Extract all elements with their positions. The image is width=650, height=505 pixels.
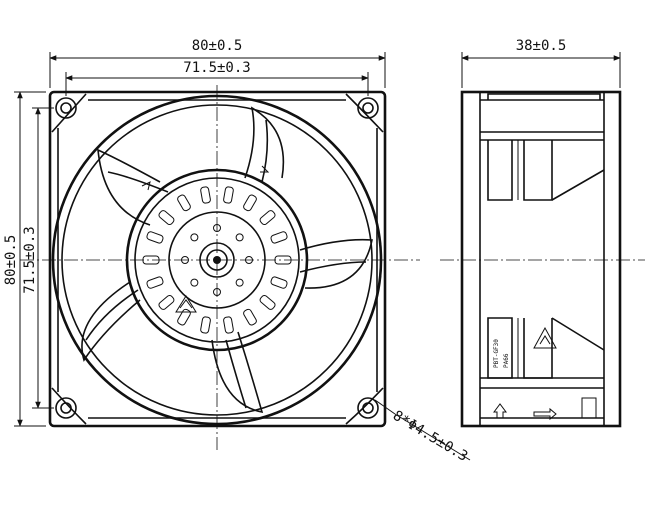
- side-bottom-taper: [551, 317, 605, 351]
- fan-blades: [81, 106, 373, 414]
- material-label-1: PBT-GF30: [493, 339, 500, 368]
- dimension-hole-pitch-width: 71.5±0.3: [65, 60, 369, 96]
- hub-slot: [177, 194, 191, 212]
- side-top-rib-left: [487, 140, 513, 201]
- side-top-taper: [551, 169, 605, 201]
- airflow-direction-arrow-icon: [533, 407, 557, 421]
- hub-slot: [200, 316, 211, 334]
- mounting-hole-bl: [55, 397, 77, 419]
- hub-holes: [181, 224, 253, 296]
- shaft: [213, 256, 221, 264]
- side-top-lip: [487, 93, 601, 100]
- side-view: PBT-GF30 PA66: [440, 90, 645, 428]
- hub-slot: [158, 294, 175, 310]
- hub-slot: [270, 231, 288, 244]
- dimension-outer-width: 80±0.5: [49, 38, 386, 88]
- hub-hole: [190, 233, 199, 242]
- corner-flange-br: [345, 387, 384, 425]
- venturi-inner-ring: [61, 104, 373, 416]
- side-top-rib-mid: [523, 140, 553, 201]
- hub-slot: [259, 210, 276, 226]
- dim-depth-text: 38±0.5: [516, 38, 567, 54]
- hub-slot: [142, 255, 160, 265]
- hub-slot: [146, 231, 164, 244]
- dimension-hole-pitch-height: 71.5±0.3: [22, 107, 54, 409]
- side-frame-outline: [460, 90, 622, 428]
- hub-inner-ring: [168, 211, 266, 309]
- material-label-2: PA66: [503, 353, 510, 368]
- dim-outer-width-text: 80±0.5: [192, 38, 243, 54]
- hub-hole: [181, 256, 189, 264]
- hub-hole: [213, 224, 221, 232]
- hub-slot: [146, 276, 164, 289]
- hub-ventilation-slots: [142, 186, 292, 334]
- hub-slot: [158, 210, 175, 226]
- frame-inner-edges: [57, 99, 378, 419]
- hub-slot: [270, 276, 288, 289]
- hub-hole: [235, 278, 244, 287]
- recycle-triangle-icon-side: [533, 326, 557, 349]
- recycle-triangle-icon: [175, 295, 197, 313]
- mounting-hole-tl: [55, 97, 77, 119]
- hub-hole: [213, 288, 221, 296]
- front-view: [20, 85, 420, 450]
- hub-slot: [243, 194, 257, 212]
- side-top-section: [480, 99, 604, 141]
- hub-slot: [177, 308, 191, 326]
- hub-hole: [190, 278, 199, 287]
- dim-outer-height-text: 80±0.5: [3, 235, 19, 286]
- dimension-mounting-holes: 8*Φ4.5±0.3: [374, 399, 470, 465]
- hub-slot: [259, 294, 276, 310]
- side-bottom-rib-left: [487, 317, 513, 379]
- mounting-hole-br: [357, 397, 379, 419]
- hub-outer: [125, 168, 309, 352]
- venturi-outer-ring: [51, 94, 383, 426]
- corner-flange-bl: [51, 387, 87, 425]
- rotation-arrow-icon: [141, 181, 151, 191]
- hub-hole: [235, 233, 244, 242]
- dimension-depth: 38±0.5: [461, 38, 621, 88]
- fan-frame-outline: [48, 90, 387, 428]
- hub-slot: [200, 186, 211, 204]
- shaft-boss-inner: [206, 249, 228, 271]
- corner-flange-tr: [345, 93, 384, 133]
- dim-hole-pitch-width-text: 71.5±0.3: [183, 60, 250, 76]
- hub-slot: [223, 316, 234, 334]
- hub-slot: [223, 186, 234, 204]
- dim-mounting-holes-text: 8*Φ4.5±0.3: [390, 408, 470, 465]
- dim-hole-pitch-height-text: 71.5±0.3: [22, 226, 38, 293]
- rotation-arrow-icon-2: [260, 165, 270, 173]
- side-bottom-tab: [581, 397, 597, 419]
- airflow-arrow-icon: [493, 403, 507, 419]
- mounting-hole-tr: [357, 97, 379, 119]
- dimension-outer-height: 80±0.5: [3, 91, 46, 427]
- hub-hole: [245, 256, 253, 264]
- hub-slot: [243, 308, 257, 326]
- hub-rim: [134, 177, 300, 343]
- shaft-boss: [199, 242, 235, 278]
- hub-slot: [274, 255, 292, 265]
